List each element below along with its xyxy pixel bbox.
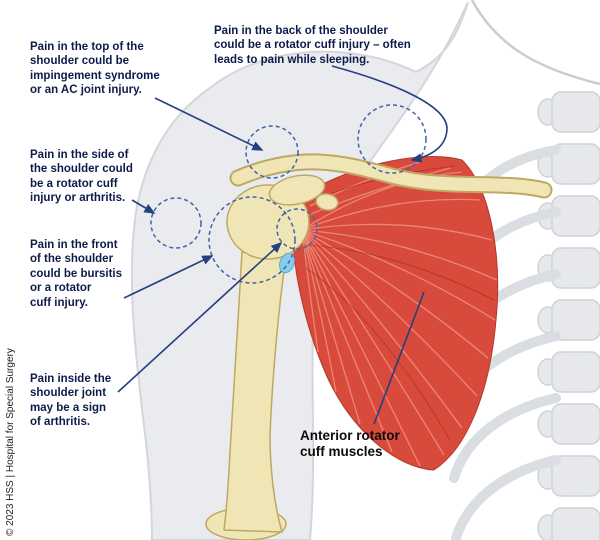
muscle-striations bbox=[301, 161, 498, 467]
leader-front bbox=[123, 255, 214, 299]
clavicle-bone bbox=[229, 153, 553, 199]
label-pain-side: Pain in the side of the shoulder could b… bbox=[30, 149, 133, 205]
neck-outline bbox=[470, 0, 600, 86]
label-pain-front: Pain in the front of the shoulder could … bbox=[30, 239, 123, 309]
label-pain-inside: Pain inside the shoulder joint may be a … bbox=[30, 373, 112, 429]
label-pain-back: Pain in the back of the shoulder could b… bbox=[214, 25, 411, 66]
leader-lines bbox=[117, 65, 448, 425]
leader-back bbox=[331, 65, 448, 163]
biceps-tendon bbox=[279, 252, 295, 274]
pain-circle-back bbox=[357, 104, 427, 174]
scapula-processes bbox=[268, 174, 339, 211]
pain-location-circles bbox=[150, 104, 427, 284]
copyright-text: © 2023 HSS | Hospital for Special Surger… bbox=[5, 348, 16, 536]
leader-top bbox=[154, 97, 264, 151]
label-anterior-rotator-cuff-muscles: Anterior rotator cuff muscles bbox=[300, 428, 400, 460]
pain-circle-front bbox=[208, 196, 296, 284]
pain-circle-side bbox=[150, 197, 202, 249]
leader-inside bbox=[117, 241, 283, 393]
leader-muscles bbox=[373, 291, 425, 425]
spine-vertebrae bbox=[537, 91, 600, 540]
leader-side bbox=[131, 199, 156, 214]
pain-circle-inside bbox=[276, 208, 318, 250]
pain-circle-top bbox=[245, 125, 299, 179]
rotator-cuff-muscle bbox=[292, 155, 499, 471]
label-pain-top: Pain in the top of the shoulder could be… bbox=[30, 41, 160, 97]
